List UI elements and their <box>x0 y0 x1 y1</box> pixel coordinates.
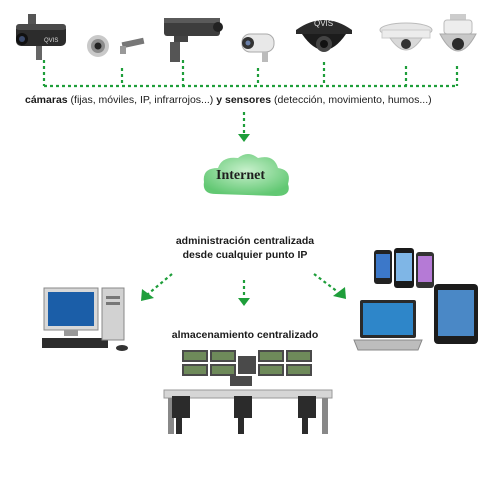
caption-connector: y <box>216 94 223 106</box>
internet-label: Internet <box>216 168 265 183</box>
desktop-computer-icon <box>42 287 128 351</box>
admin-caption: administración centralizada desde cualqu… <box>150 234 340 262</box>
dome-camera-icon: QVIS <box>296 19 352 52</box>
board-camera-icon <box>87 35 145 57</box>
zoom-camera-icon <box>164 18 223 62</box>
compact-camera-icon <box>241 33 275 62</box>
smartphones-icon <box>374 248 434 288</box>
admin-line-1: administración centralizada <box>175 235 315 247</box>
tablet-icon <box>434 284 478 344</box>
svg-text:QVIS: QVIS <box>314 19 333 28</box>
ptz-camera-icon <box>439 14 477 52</box>
sensors-word: sensores <box>225 94 272 106</box>
cameras-word: cámaras <box>25 94 68 106</box>
cameras-detail: (fijas, móviles, IP, infrarrojos...) <box>70 94 214 106</box>
sensors-detail: (detección, movimiento, humos...) <box>274 94 432 106</box>
sources-caption: cámaras (fijas, móviles, IP, infrarrojos… <box>25 94 432 106</box>
storage-caption: almacenamiento centralizado <box>171 329 319 341</box>
laptop-icon <box>353 300 423 351</box>
svg-text:QVIS: QVIS <box>44 38 58 44</box>
control-room-icon <box>163 350 333 434</box>
internet-cloud-icon <box>203 154 289 196</box>
admin-line-2: desde cualquier punto IP <box>182 249 308 261</box>
bullet-camera-icon: QVIS <box>16 14 66 60</box>
ceiling-dome-camera-icon <box>379 22 433 51</box>
